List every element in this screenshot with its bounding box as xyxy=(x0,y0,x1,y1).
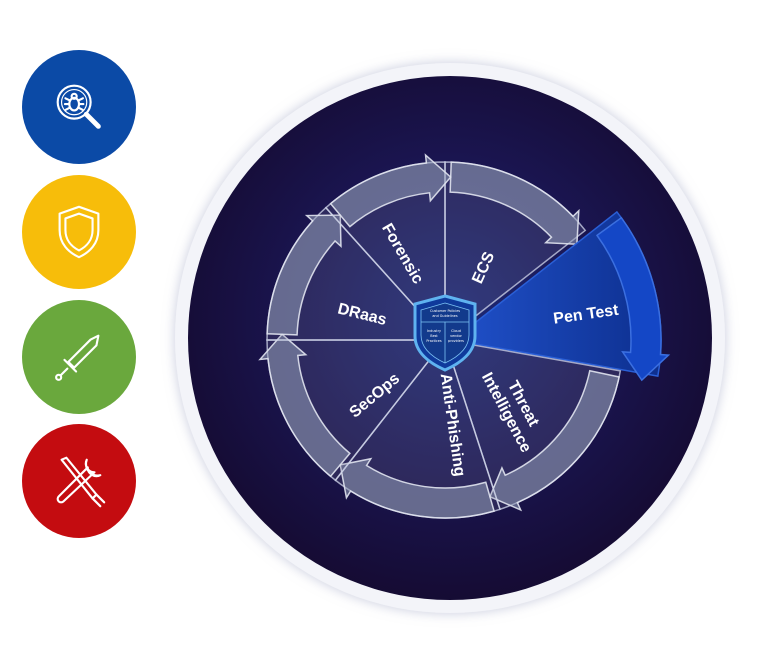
segment-ecs-arrow xyxy=(449,161,580,245)
center-shield: Customer Policies and Guidelines Industr… xyxy=(413,294,477,372)
segment-ecs[interactable] xyxy=(444,161,587,333)
tools-icon xyxy=(56,456,106,508)
segment-secops-arrow xyxy=(258,333,351,478)
bug-search-icon xyxy=(56,84,101,129)
center-right-line2: vendor xyxy=(450,334,462,338)
segment-anti-phishing[interactable] xyxy=(334,350,501,519)
segment-draas[interactable] xyxy=(266,206,437,341)
wheel-segments xyxy=(258,153,671,519)
tools-button[interactable] xyxy=(22,424,136,538)
center-left-line3: Practices xyxy=(426,339,442,343)
segment-forensic-arrow xyxy=(329,153,452,228)
segment-pen-test-arrow xyxy=(595,216,671,382)
center-right-line3: providers xyxy=(448,339,464,343)
segment-forensic[interactable] xyxy=(324,153,452,331)
center-top-line2: and Guidelines xyxy=(432,314,458,318)
sword-icon xyxy=(55,334,100,381)
sword-button[interactable] xyxy=(22,300,136,414)
segment-threat-intelligence[interactable] xyxy=(448,341,622,512)
segment-secops[interactable] xyxy=(258,333,438,482)
shield-icon xyxy=(58,205,100,259)
center-left-line2: Best xyxy=(430,334,438,338)
segment-anti-phishing-arrow xyxy=(339,457,495,519)
center-right-line1: Cloud xyxy=(451,329,461,333)
shield-button[interactable] xyxy=(22,175,136,289)
center-left-line1: Industry xyxy=(427,329,441,333)
segment-threat-intelligence-arrow xyxy=(488,369,620,512)
bug-search-button[interactable] xyxy=(22,50,136,164)
segment-pen-test[interactable] xyxy=(463,210,671,382)
center-top-line1: Customer Policies xyxy=(430,309,460,313)
segment-draas-arrow xyxy=(266,214,342,336)
